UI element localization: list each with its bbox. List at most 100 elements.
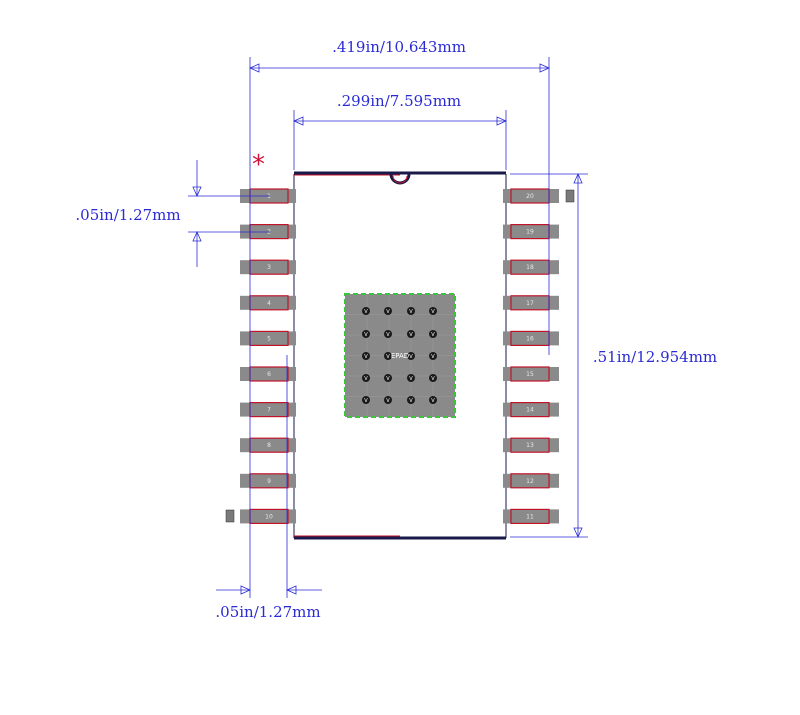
pad-body <box>503 331 559 346</box>
via: V <box>362 396 370 404</box>
pad-left-4: 4 <box>240 295 296 311</box>
pad-body <box>503 402 559 417</box>
via-dot <box>384 307 392 315</box>
dim-overall-width-label: .419in/10.643mm <box>332 38 466 56</box>
via: V <box>429 330 437 338</box>
pad-outline <box>510 437 550 453</box>
dim-body-arrow-left <box>293 116 304 126</box>
pad-right-15: 15 <box>503 366 559 382</box>
pad-right-19: 19 <box>503 224 559 240</box>
via: V <box>384 374 392 382</box>
via-label: V <box>409 332 413 338</box>
pad-left-3: 3 <box>240 259 296 275</box>
dim-length <box>510 173 588 538</box>
epad-label: EPAD <box>391 352 409 360</box>
pin-number: 16 <box>526 335 534 342</box>
via-label: V <box>431 398 435 404</box>
via-label: V <box>409 354 413 360</box>
pad-body <box>503 473 559 488</box>
pad-left-10: 10 <box>240 508 296 524</box>
via: V <box>429 374 437 382</box>
pad-outline <box>510 508 550 524</box>
pin-number: 3 <box>267 264 271 271</box>
pad-body <box>240 260 296 275</box>
dim-pitch-bottom <box>216 355 322 598</box>
pad-body <box>240 331 296 346</box>
pad-body <box>240 509 296 524</box>
pad-right-12: 12 <box>503 473 559 489</box>
via-label: V <box>431 332 435 338</box>
pad-left-9: 9 <box>240 473 296 489</box>
pin-number: 20 <box>526 193 534 200</box>
via: V <box>384 352 392 360</box>
pin-number: 6 <box>267 371 271 378</box>
via: V <box>384 396 392 404</box>
via-label: V <box>364 309 368 315</box>
via-label: V <box>409 376 413 382</box>
dim-pitch-bottom-arrow-left <box>240 585 251 595</box>
via: V <box>362 352 370 360</box>
via: V <box>429 352 437 360</box>
via-label: V <box>364 354 368 360</box>
dim-overall-width <box>249 57 550 598</box>
via-dot <box>362 307 370 315</box>
pad-body <box>503 509 559 524</box>
via-label: V <box>386 398 390 404</box>
pin-number: 11 <box>526 513 534 520</box>
via-dot <box>429 374 437 382</box>
pin20-side-marker <box>565 189 575 203</box>
via-dot <box>384 330 392 338</box>
pin-number: 17 <box>526 300 534 307</box>
pad-right-11: 11 <box>503 508 559 524</box>
pin-number: 10 <box>265 513 273 520</box>
via-label: V <box>409 309 413 315</box>
via-label: V <box>431 354 435 360</box>
pad-left-8: 8 <box>240 437 296 453</box>
pin-number: 14 <box>526 407 534 414</box>
via: V <box>384 330 392 338</box>
pin-number: 1 <box>267 193 271 200</box>
via-label: V <box>386 332 390 338</box>
pin-number: 15 <box>526 371 534 378</box>
dim-pitch-arrow-bottom <box>192 231 202 242</box>
via: V <box>407 330 415 338</box>
pad-left-7: 7 <box>240 402 296 418</box>
dim-length-arrow-top <box>573 173 583 184</box>
dim-body-width-label: .299in/7.595mm <box>337 92 461 110</box>
pad-right-14: 14 <box>503 402 559 418</box>
pin-number: 4 <box>267 300 271 307</box>
via-dot <box>429 330 437 338</box>
dim-pitch-arrow-top <box>192 186 202 197</box>
dim-pitch-left <box>188 160 270 267</box>
via-label: V <box>431 309 435 315</box>
pad-outline <box>510 473 550 489</box>
via: V <box>429 307 437 315</box>
pin1-notch-accent <box>392 175 408 184</box>
pad-body <box>240 367 296 381</box>
via-dot <box>407 307 415 315</box>
pin-number: 13 <box>526 442 534 449</box>
via-label: V <box>364 332 368 338</box>
dim-length-arrow-bottom <box>573 527 583 538</box>
pad-body <box>503 367 559 381</box>
pad-body <box>503 189 559 203</box>
pad-body <box>503 438 559 453</box>
via-dot <box>407 352 415 360</box>
via-dot <box>362 352 370 360</box>
pin-number: 7 <box>267 407 271 414</box>
via-dot <box>429 307 437 315</box>
pad-outline <box>510 402 550 418</box>
via-dot <box>362 330 370 338</box>
via: V <box>362 330 370 338</box>
dim-overall-arrow-left <box>249 63 260 73</box>
via-dot <box>429 352 437 360</box>
pad-right-17: 17 <box>503 295 559 311</box>
via-label: V <box>364 376 368 382</box>
pin10-side-marker <box>225 509 235 523</box>
dim-length-label: .51in/12.954mm <box>593 348 717 366</box>
pin-number: 8 <box>267 442 271 449</box>
via-dot <box>407 330 415 338</box>
